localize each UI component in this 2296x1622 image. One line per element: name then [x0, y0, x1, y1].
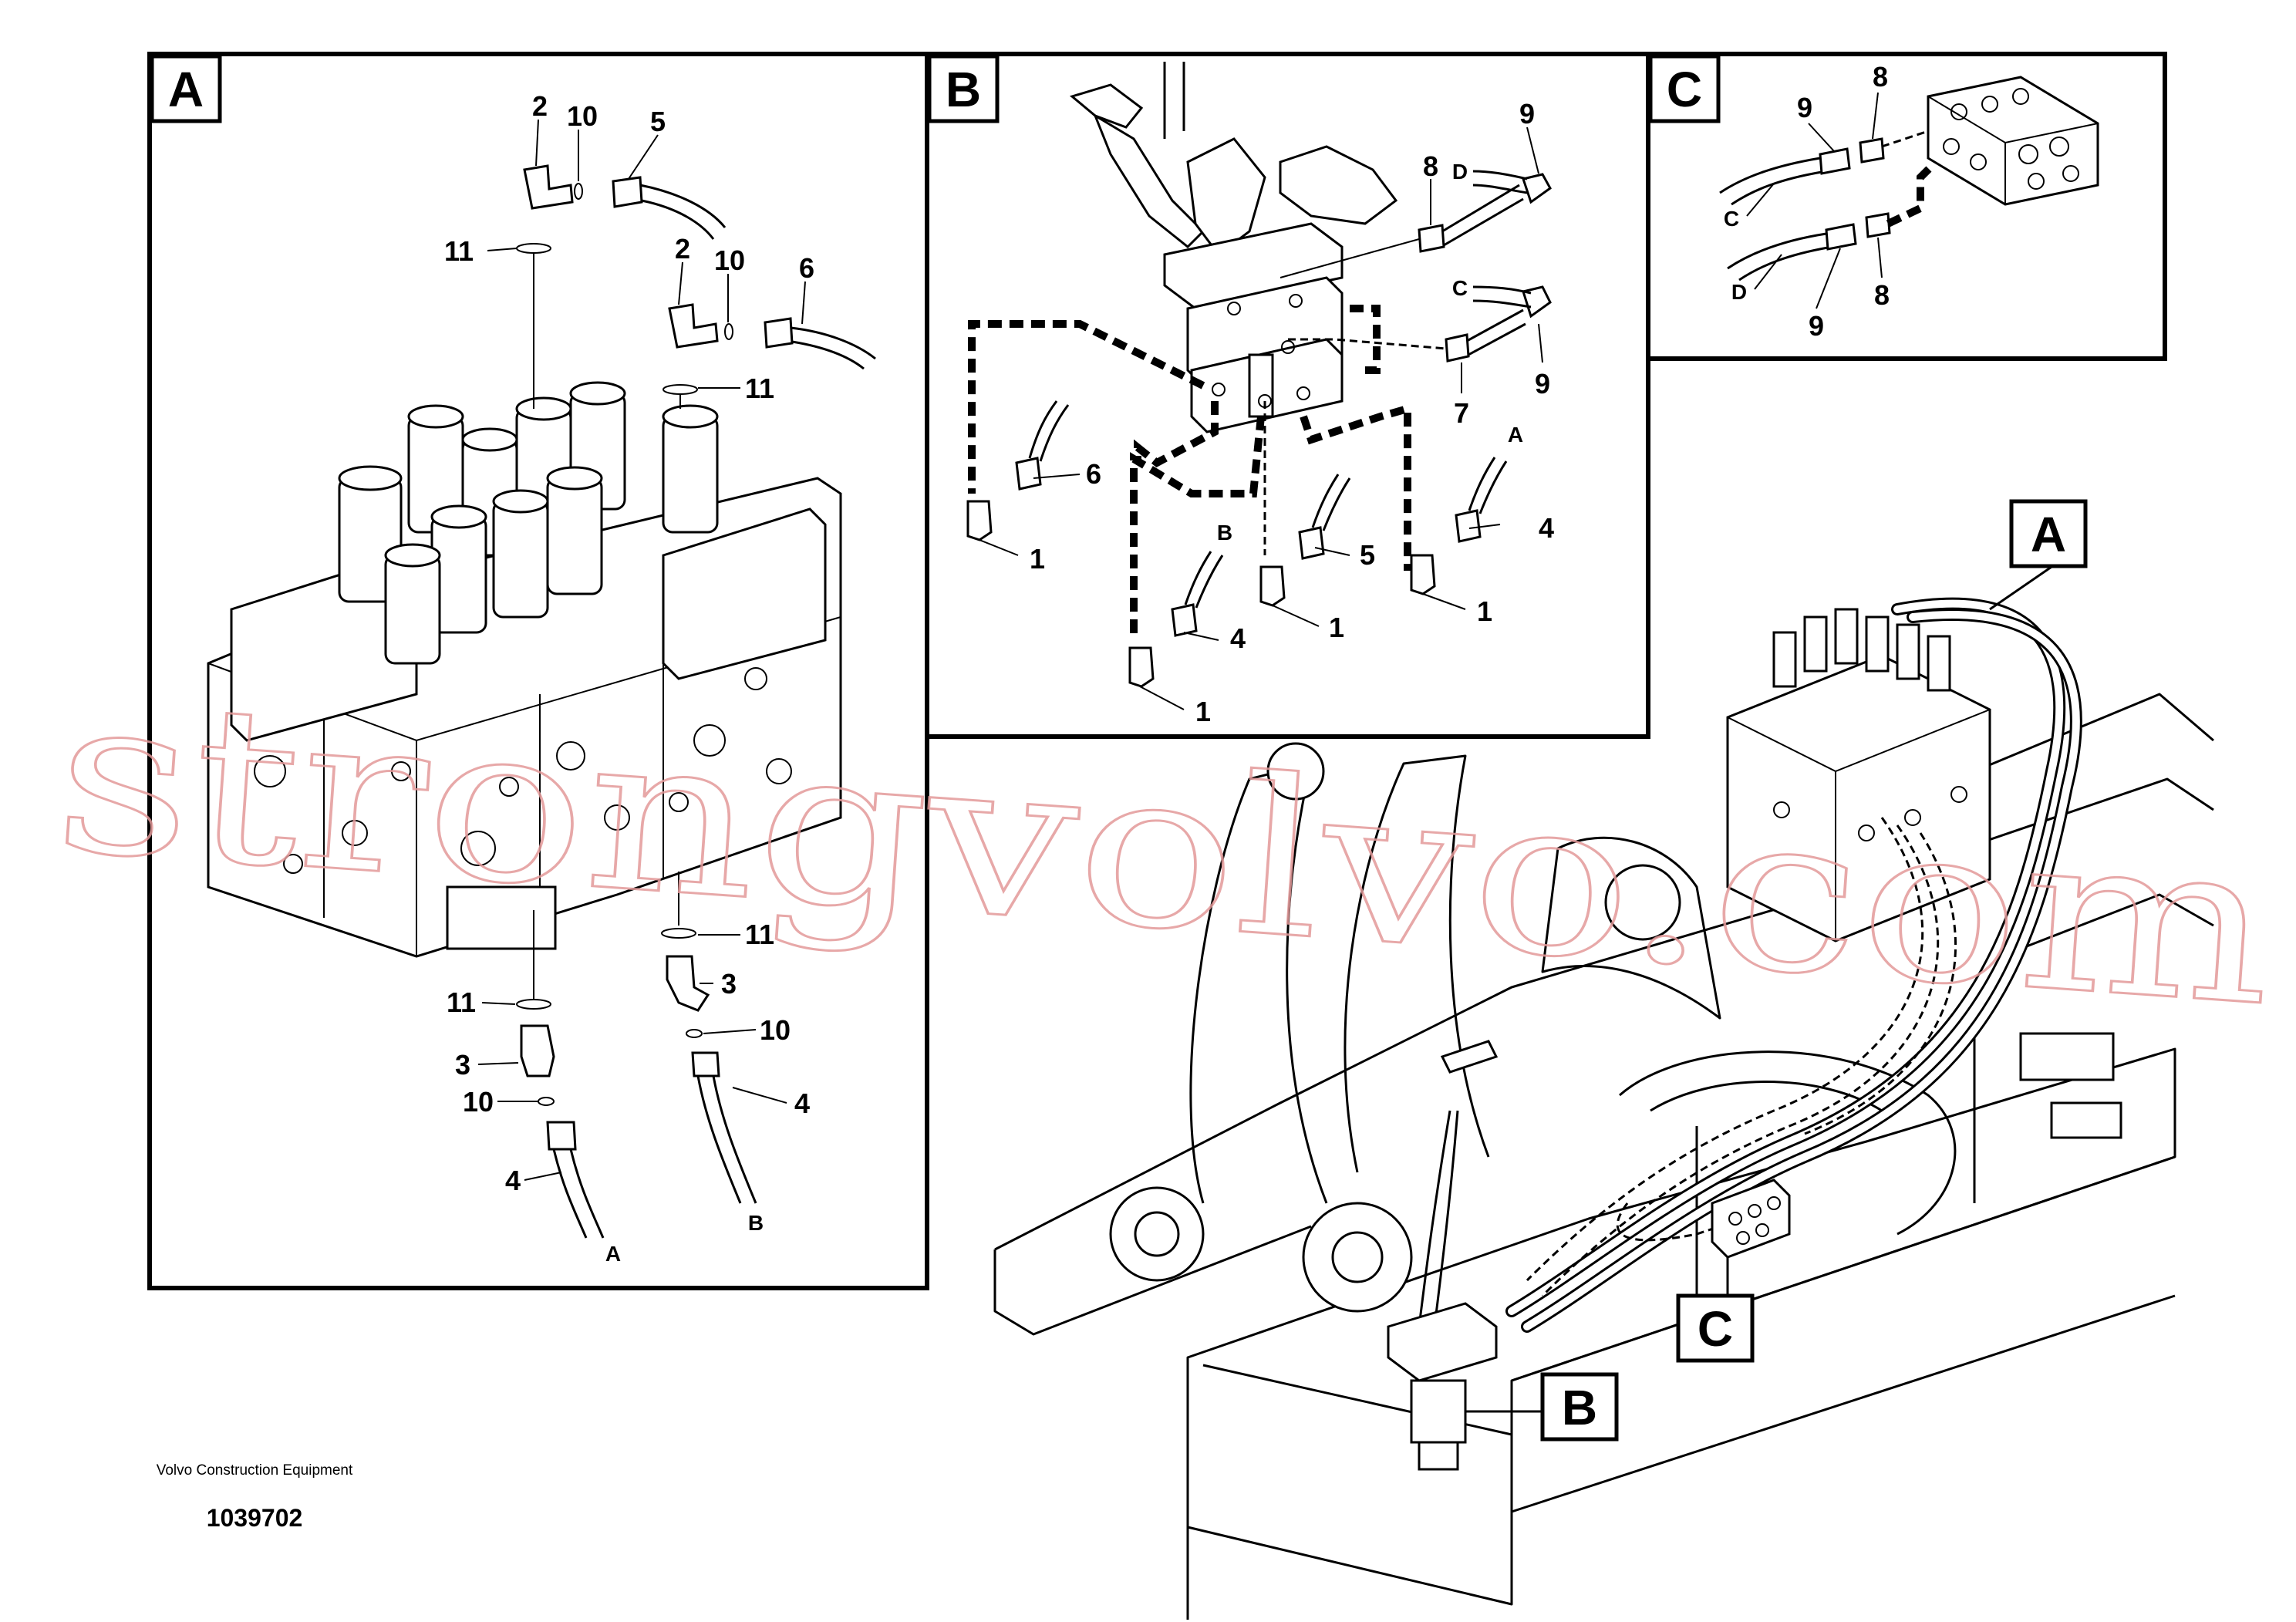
footer-maker: Volvo Construction Equipment — [156, 1462, 353, 1479]
callout-a-10-left: 10 — [463, 1086, 494, 1118]
control-valve-small — [1726, 608, 1991, 943]
callout-b-8: 8 — [1423, 150, 1438, 182]
callout-b-4-left: 4 — [1230, 622, 1246, 654]
callout-a-11-left: 11 — [447, 986, 476, 1018]
callout-a-10-right: 10 — [760, 1014, 791, 1046]
panel-a: A — [147, 52, 929, 1290]
callout-b-1-bottom: 1 — [1195, 696, 1211, 727]
panel-b-left-hoses — [966, 320, 1508, 688]
travel-pedal-assembly — [1069, 62, 1398, 433]
callout-a-11-upper: 11 — [444, 235, 474, 267]
panel-b-letter: B — [946, 62, 981, 117]
main-control-valve — [207, 381, 842, 958]
callout-b-5: 5 — [1360, 539, 1375, 571]
callout-a-10-upper: 10 — [567, 100, 598, 132]
callout-b-d: D — [1452, 160, 1468, 184]
callout-b-7: 7 — [1454, 397, 1469, 429]
callout-b-9-upper: 9 — [1519, 98, 1535, 130]
marker-b-main: B — [1540, 1372, 1619, 1442]
callout-b-4-right: 4 — [1539, 512, 1554, 544]
callout-b-9-lower: 9 — [1535, 368, 1550, 400]
marker-c-main-label: C — [1698, 1301, 1733, 1357]
panel-a-letter: A — [168, 62, 204, 117]
callout-c-8-upper: 8 — [1873, 61, 1888, 93]
callout-b-a: A — [1508, 423, 1523, 447]
footer-drawing-number: 1039702 — [206, 1504, 303, 1532]
callout-b-1-left: 1 — [1030, 543, 1045, 575]
panel-b: B — [925, 52, 1650, 739]
callout-c-d: D — [1731, 280, 1747, 304]
callout-c-c: C — [1724, 207, 1739, 231]
marker-a-main-label: A — [2031, 507, 2066, 562]
panel-a-lower-fittings — [516, 872, 757, 1239]
main-view — [993, 565, 2214, 1620]
callout-a-a-end: A — [605, 1242, 621, 1266]
callout-c-8-lower: 8 — [1874, 279, 1890, 311]
callout-b-c: C — [1452, 276, 1468, 300]
solenoid-cylinders — [338, 381, 719, 665]
callout-a-2-upper: 2 — [532, 90, 548, 122]
callout-b-6: 6 — [1086, 458, 1101, 490]
callout-b-1-right: 1 — [1477, 595, 1492, 627]
callout-a-6: 6 — [799, 252, 814, 284]
callout-b-b: B — [1217, 521, 1232, 545]
panel-a-leaders — [477, 119, 806, 1181]
callout-a-4-left: 4 — [505, 1165, 521, 1196]
panel-a-upper-fittings — [516, 164, 876, 409]
marker-a-main: A — [2009, 499, 2088, 568]
callout-a-11-right: 11 — [745, 919, 774, 950]
callout-a-3-left: 3 — [455, 1049, 470, 1081]
panel-c-letter: C — [1667, 62, 1702, 117]
connection-block-main — [1711, 1179, 1791, 1259]
callout-b-1-mid: 1 — [1329, 612, 1344, 643]
callout-c-9-upper: 9 — [1797, 92, 1812, 123]
connection-block-detail — [1927, 76, 2099, 206]
callout-a-3-right: 3 — [721, 968, 737, 1000]
main-hose-bundle — [1505, 597, 2082, 1333]
panel-b-leaders — [979, 126, 1543, 710]
callout-a-2-mid: 2 — [675, 233, 690, 265]
callout-a-11-mid: 11 — [745, 373, 774, 404]
callout-a-4-right: 4 — [794, 1088, 810, 1119]
panel-c: C — [1646, 52, 2167, 361]
marker-c-main: C — [1676, 1293, 1755, 1363]
callout-a-5: 5 — [650, 106, 666, 137]
panel-c-hoses — [1719, 130, 1935, 282]
callout-c-9-lower: 9 — [1809, 310, 1824, 342]
callout-a-b-end: B — [748, 1211, 764, 1235]
leader-a-main — [1989, 565, 2052, 611]
marker-b-main-label: B — [1562, 1380, 1597, 1435]
callout-a-10-mid: 10 — [714, 244, 745, 276]
panel-c-leaders — [1746, 92, 1883, 309]
panel-b-right-hoses — [1279, 170, 1552, 571]
